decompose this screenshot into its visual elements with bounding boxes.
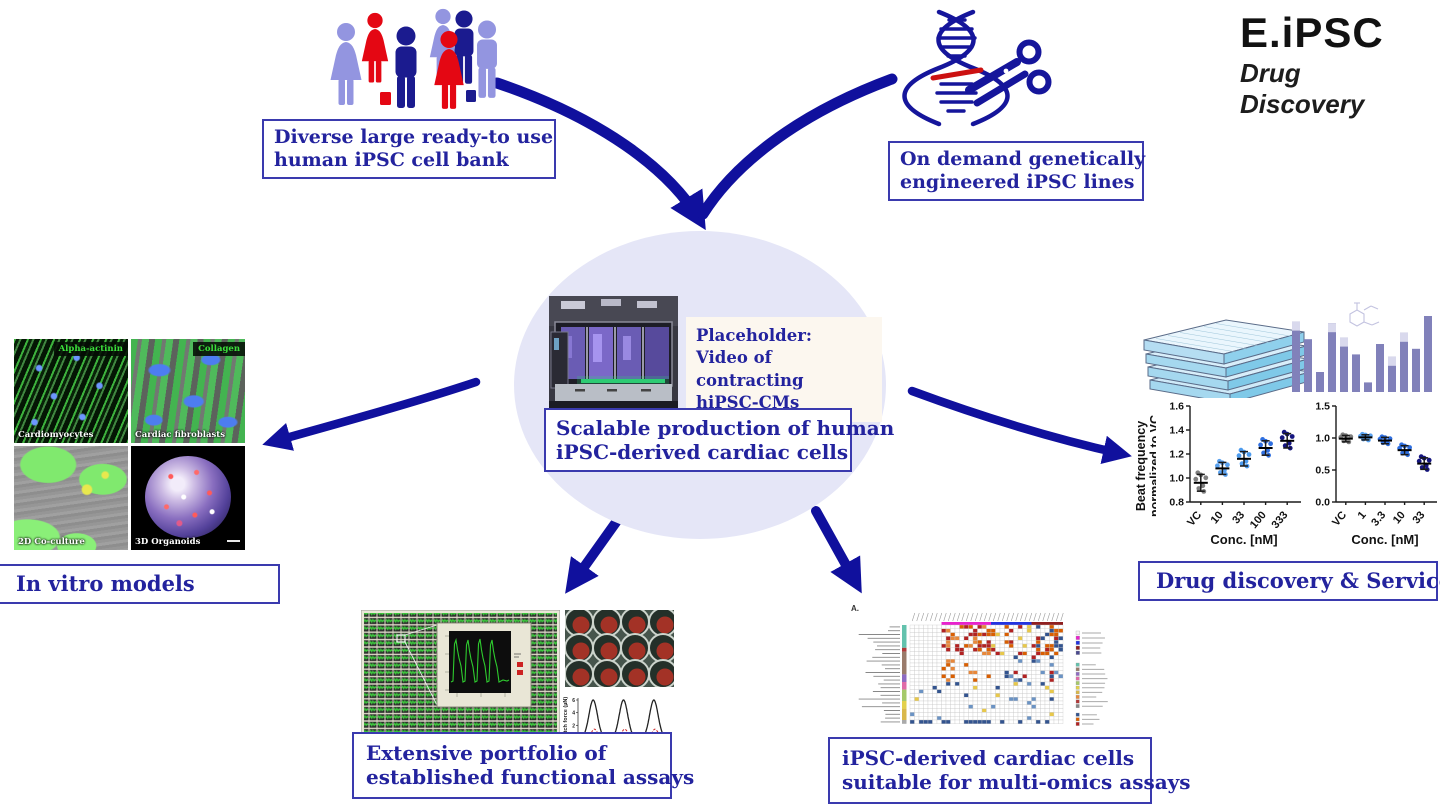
svg-text:3.3: 3.3 (1369, 509, 1388, 528)
svg-text:33: 33 (1410, 509, 1427, 526)
image-caption: Cardiac fibroblasts (135, 430, 226, 440)
drugdiscovery-label-box: Drug discovery & Services (1138, 561, 1440, 601)
arrow-cellbank-to-center (491, 77, 706, 231)
functional-label-line1: Extensive portfolio of (366, 741, 607, 765)
organoid-wellplate-photo (565, 610, 674, 687)
svg-text:10: 10 (1209, 509, 1226, 526)
image-caption: 3D Organoids (135, 537, 201, 547)
functional-label-box: Extensive portfolio of established funct… (352, 732, 695, 799)
svg-text:VC: VC (1330, 509, 1349, 528)
svg-text:100: 100 (1248, 509, 1269, 531)
svg-text:1.2: 1.2 (1169, 449, 1184, 461)
omics-label-line2: suitable for multi-omics assays (842, 770, 1191, 795)
svg-text:10: 10 (1391, 509, 1408, 526)
placeholder-line1: Placeholder: (696, 326, 812, 345)
drugdiscovery-label: Drug discovery & Services (1156, 568, 1440, 593)
scalable-label-line2: iPSC-derived cardiac cells (556, 440, 849, 464)
arrow-center-to-omics (811, 506, 862, 594)
svg-text:VC: VC (1185, 509, 1204, 528)
3d-organoid-image: 3D Organoids (131, 446, 245, 550)
plate-stack-icon (1143, 319, 1311, 402)
svg-text:6: 6 (572, 698, 575, 704)
svg-text:Conc. [nM]: Conc. [nM] (1210, 532, 1277, 547)
scalable-production-label-box: Scalable production of human iPSC-derive… (544, 408, 895, 472)
svg-text:1.0: 1.0 (1169, 473, 1184, 485)
brand-title: E.iPSC (1240, 9, 1384, 56)
engineered-label-line1: On demand genetically (900, 148, 1146, 170)
brand-logo: E.iPSC Drug Discovery (1240, 12, 1420, 120)
omics-label-box: iPSC-derived cardiac cells suitable for … (828, 737, 1191, 804)
arrow-dna-to-center (697, 73, 898, 220)
engineered-label-box: On demand genetically engineered iPSC li… (888, 141, 1146, 202)
arrow-center-to-invitro (262, 377, 481, 451)
dna-scissors-icon (902, 9, 1052, 127)
people-group-icon (330, 8, 497, 109)
cardiomyocytes-image: Alpha-actinin Cardiomyocytes (14, 339, 128, 443)
scissors-icon (965, 39, 1052, 107)
image-caption: 2D Co-culture (18, 537, 85, 547)
svg-text:0.5: 0.5 (1315, 465, 1330, 477)
functional-label-line2: established functional assays (366, 765, 695, 790)
svg-text:1.6: 1.6 (1169, 401, 1184, 413)
engineered-label-line2: engineered iPSC lines (900, 171, 1135, 194)
brand-subtitle: Drug Discovery (1240, 58, 1365, 119)
svg-text:Twitch force (µN): Twitch force (µN) (563, 697, 569, 741)
placeholder-line3: hiPSC-CMs (696, 392, 800, 412)
svg-text:0.8: 0.8 (1169, 497, 1184, 509)
image-caption: Cardiomyocytes (18, 430, 94, 440)
svg-text:2: 2 (572, 723, 575, 729)
multiomics-heatmap-figure (844, 601, 1137, 734)
image-tag: Collagen (193, 342, 245, 356)
svg-text:1.5: 1.5 (1315, 401, 1330, 413)
invitro-label-box: In vitro models (0, 564, 280, 604)
cardiac-fibroblasts-image: Collagen Cardiac fibroblasts (131, 339, 245, 443)
placeholder-line2: Video of contracting (696, 348, 804, 390)
2d-coculture-image: 2D Co-culture (14, 446, 128, 550)
svg-text:4: 4 (572, 711, 575, 717)
svg-text:33: 33 (1230, 509, 1247, 526)
arrow-center-to-functional (565, 506, 629, 594)
svg-text:1: 1 (1356, 509, 1369, 521)
arrow-center-to-drugdiscovery (907, 386, 1132, 464)
svg-text:1.0: 1.0 (1315, 433, 1330, 445)
multiwell-trace-plate-image (361, 610, 560, 739)
screening-bar-chart (1292, 302, 1432, 392)
svg-text:333: 333 (1270, 509, 1291, 531)
scale-bar (227, 539, 240, 542)
cellbank-label-line2: human iPSC cell bank (274, 149, 509, 172)
invitro-label: In vitro models (16, 571, 195, 596)
dna-edit-site (930, 67, 984, 81)
cellbank-label-line1: Diverse large ready-to use (274, 126, 554, 148)
omics-label-line1: iPSC-derived cardiac cells (842, 746, 1135, 770)
organoid-sphere (145, 456, 231, 538)
scalable-label-line1: Scalable production of human (556, 415, 895, 440)
svg-text:0.0: 0.0 (1315, 497, 1330, 509)
svg-text:Conc. [nM]: Conc. [nM] (1351, 532, 1418, 547)
cellbank-label-box: Diverse large ready-to use human iPSC ce… (262, 119, 556, 180)
production-machine-image (549, 296, 678, 409)
video-placeholder-box: Placeholder: Video of contracting hiPSC-… (686, 317, 882, 423)
svg-text:1.4: 1.4 (1169, 425, 1184, 437)
figure-panel-label: A. (851, 604, 859, 613)
image-tag: Alpha-actinin (53, 342, 128, 356)
